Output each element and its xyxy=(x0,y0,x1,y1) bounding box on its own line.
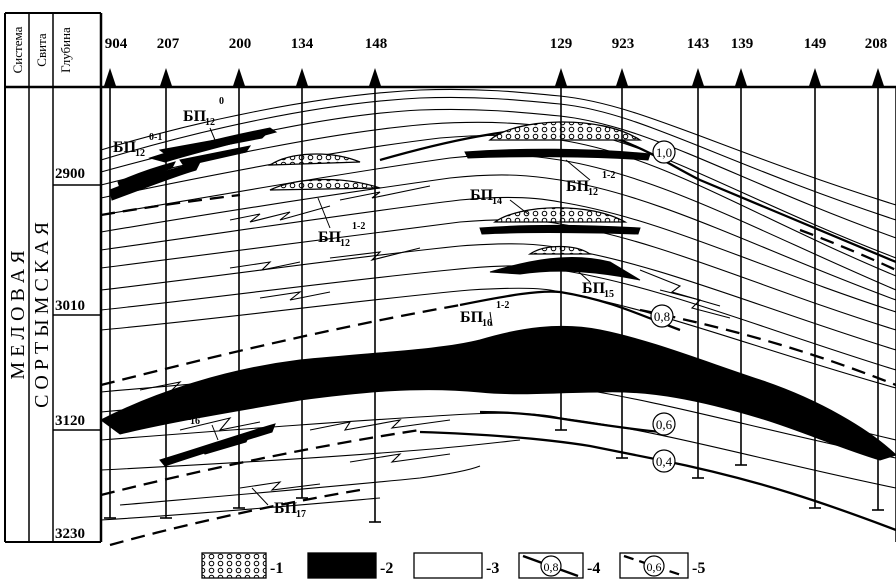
depth-label: 3010 xyxy=(55,298,85,314)
svg-text:3: 3 xyxy=(204,400,209,411)
depth-label: 3120 xyxy=(55,413,85,429)
label-bp16-12: БП 16 1-2 xyxy=(460,300,509,329)
isoline-value: 1,0 xyxy=(656,145,672,160)
legend-dots-swatch xyxy=(201,552,267,579)
svg-text:БП: БП xyxy=(566,178,590,195)
isoline-values: 1,0 0,8 0,6 0,4 xyxy=(650,140,676,473)
svg-text:1-2: 1-2 xyxy=(352,221,365,232)
svg-text:БП: БП xyxy=(582,280,606,297)
svg-text:БП: БП xyxy=(318,229,342,246)
well-number: 149 xyxy=(804,36,827,52)
well-marker-143 xyxy=(692,68,704,86)
legend-label: -1 xyxy=(270,560,283,577)
label-bp12-12-right: БП 12 1-2 xyxy=(566,170,615,198)
dotted-bodies xyxy=(267,121,643,255)
svg-text:БП: БП xyxy=(470,187,494,204)
well-number: 148 xyxy=(365,36,388,52)
layer-labels: БП 12 0 БП 12 0-1 БП 12 1-2 БП 12 1-2 БП… xyxy=(113,96,615,520)
depth-scale: 2900 3010 3120 3230 xyxy=(53,166,101,542)
label-bp17: БП 17 xyxy=(274,500,306,520)
well-marker-923 xyxy=(616,68,628,86)
well-markers xyxy=(104,68,884,86)
isoline-value: 0,4 xyxy=(656,454,673,469)
solid-isolines xyxy=(379,126,896,532)
svg-text:БП: БП xyxy=(274,500,298,517)
svg-text:БП: БП xyxy=(113,139,137,156)
label-bp12-12-left: БП 12 1-2 xyxy=(318,221,365,249)
svg-text:1-2: 1-2 xyxy=(602,170,615,181)
header-depth: Глубина xyxy=(58,27,73,73)
well-marker-207 xyxy=(160,68,172,86)
legend-white-swatch xyxy=(413,552,483,579)
header-system: Система xyxy=(10,26,25,73)
legend-label: -3 xyxy=(486,560,499,577)
svg-text:14: 14 xyxy=(492,196,502,207)
legend-label: -5 xyxy=(692,560,705,577)
left-table xyxy=(4,12,896,543)
label-bp14: БП 14 xyxy=(470,187,502,207)
svg-text:БП: БП xyxy=(168,407,192,424)
well-number: 207 xyxy=(157,36,180,52)
well-number: 904 xyxy=(105,36,128,52)
svg-text:БП: БП xyxy=(460,309,484,326)
well-marker-208 xyxy=(872,68,884,86)
well-marker-200 xyxy=(233,68,245,86)
leader-lines xyxy=(209,127,591,506)
label-bp12-01: БП 12 0-1 xyxy=(113,132,162,159)
label-bp16-3: БП 16 3 xyxy=(168,400,209,427)
svg-text:12: 12 xyxy=(588,187,598,198)
well-marker-904 xyxy=(104,68,116,86)
svg-text:0,6: 0,6 xyxy=(647,560,662,574)
header-labels: Система Свита Глубина М Е Л О В А Я С О … xyxy=(7,26,73,408)
well-marker-148 xyxy=(369,68,381,86)
svg-text:0,8: 0,8 xyxy=(544,560,559,574)
depth-label: 2900 xyxy=(55,166,85,182)
wells xyxy=(104,87,884,523)
svg-text:0: 0 xyxy=(219,96,224,107)
well-number: 129 xyxy=(550,36,573,52)
system-name: М Е Л О В А Я xyxy=(7,250,29,379)
well-number: 200 xyxy=(229,36,252,52)
svg-text:БП: БП xyxy=(183,108,207,125)
isoline-value: 0,8 xyxy=(654,309,670,324)
well-number: 139 xyxy=(731,36,754,52)
label-bp15: БП 15 xyxy=(582,280,614,300)
svg-text:12: 12 xyxy=(205,117,215,128)
svg-text:1-2: 1-2 xyxy=(496,300,509,311)
well-number: 134 xyxy=(291,36,314,52)
svg-text:15: 15 xyxy=(604,289,614,300)
svg-text:0-1: 0-1 xyxy=(149,132,162,143)
well-marker-149 xyxy=(809,68,821,86)
svg-text:16: 16 xyxy=(482,318,492,329)
svg-text:16: 16 xyxy=(190,416,200,427)
well-numbers: 904 207 200 134 148 129 923 143 139 149 … xyxy=(105,36,888,52)
well-marker-134 xyxy=(296,68,308,86)
well-marker-139 xyxy=(735,68,747,86)
svg-text:17: 17 xyxy=(296,509,306,520)
well-number: 143 xyxy=(687,36,710,52)
well-number: 208 xyxy=(865,36,888,52)
legend-black-swatch xyxy=(307,552,377,579)
legend-label: -2 xyxy=(380,560,393,577)
isoline-value: 0,6 xyxy=(656,417,673,432)
legend: -1 -2 -3 0,8 -4 0,6 -5 xyxy=(201,552,705,579)
svg-text:12: 12 xyxy=(340,238,350,249)
dashed-isolines xyxy=(100,193,896,547)
well-marker-129 xyxy=(555,68,567,86)
depth-label: 3230 xyxy=(55,526,85,542)
legend-label: -4 xyxy=(587,560,600,577)
well-number: 923 xyxy=(612,36,635,52)
header-suite: Свита xyxy=(34,33,49,67)
label-bp12-0: БП 12 0 xyxy=(183,96,224,128)
suite-name: С О Р Т Ы М С К А Я xyxy=(31,222,53,408)
svg-text:12: 12 xyxy=(135,148,145,159)
